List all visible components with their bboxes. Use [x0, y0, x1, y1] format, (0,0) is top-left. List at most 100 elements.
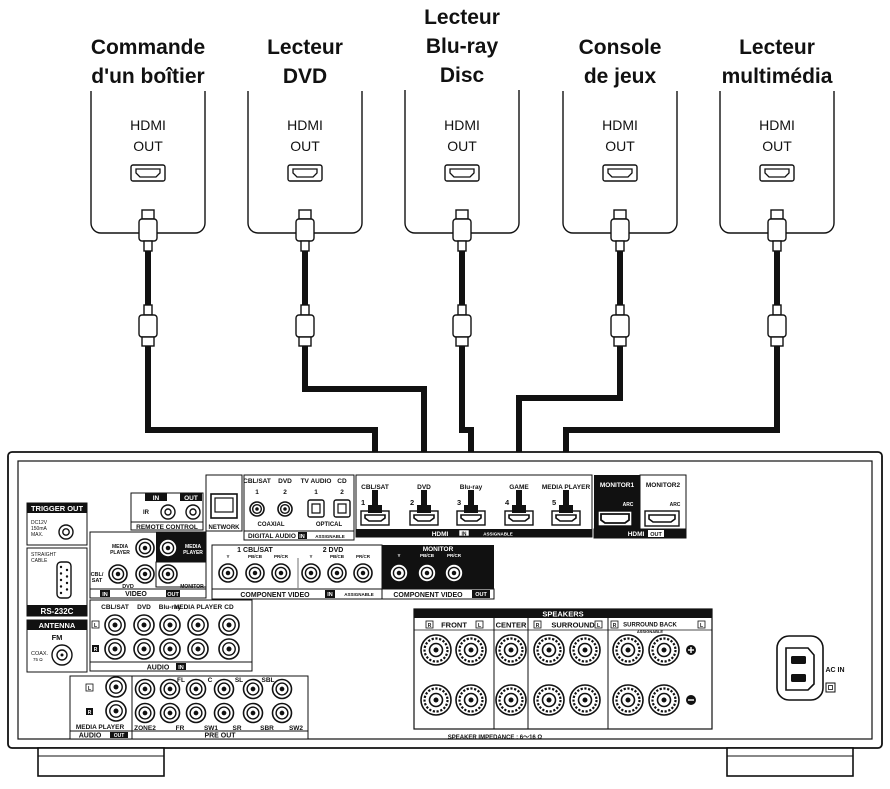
hdmi-out-icon — [602, 164, 638, 182]
hdmi-out-icon — [759, 164, 795, 182]
remote-jack — [185, 504, 201, 520]
panel-label: AUDIO — [79, 733, 102, 740]
panel-label: R — [94, 647, 98, 653]
hdmi-out-label-line: HDMI — [287, 117, 323, 133]
panel-label: Y — [397, 553, 400, 558]
panel-label: OUT — [475, 592, 487, 598]
panel-label: SAT — [92, 578, 103, 584]
audio-jack — [104, 638, 126, 660]
optical-port — [333, 499, 351, 518]
hdmi-out-label-line: HDMI — [759, 117, 795, 133]
panel-label: OUT — [184, 495, 198, 502]
hdmi-in-port — [456, 510, 486, 526]
component-jack — [417, 563, 437, 583]
label-bar — [166, 590, 180, 597]
panel-label: Y — [226, 554, 229, 559]
panel-label: MAX. — [31, 532, 43, 538]
panel-label: CBL/SAT — [361, 484, 389, 491]
panel-label: MONITOR1 — [600, 482, 635, 489]
panel-label: CENTER — [496, 621, 527, 630]
device-title-line: Commande — [68, 33, 228, 62]
video-jack — [158, 564, 178, 584]
panel-label: HDMI — [628, 531, 645, 538]
panel-label: COMPONENT VIDEO — [240, 592, 310, 599]
label-bar — [110, 732, 128, 738]
pre-out-jack — [271, 702, 293, 724]
panel-label: COAXIAL — [258, 522, 285, 528]
cable-connector — [559, 505, 573, 513]
audio-jack — [159, 614, 181, 636]
panel-label: PR/CR — [356, 554, 371, 559]
panel-label: IN — [102, 592, 108, 598]
pre-out-jack — [159, 702, 181, 724]
component-jack — [301, 563, 321, 583]
component-jack — [218, 563, 238, 583]
hdmi-label-bg — [458, 480, 484, 492]
hdmi-out-icon — [130, 164, 166, 182]
pre-out-jack — [185, 702, 207, 724]
panel-label: OUT — [650, 532, 662, 538]
pre-out-jack — [242, 702, 264, 724]
speaker-terminal — [495, 684, 527, 716]
label-bar — [180, 493, 202, 501]
hdmi-plug — [295, 304, 315, 347]
component-jack — [444, 563, 464, 583]
label-bar — [27, 620, 87, 630]
video-jack — [108, 564, 128, 584]
panel-label: 1 — [361, 498, 365, 507]
panel-label: ASSIGNABLE — [637, 629, 664, 634]
hdmi-out-icon — [444, 164, 480, 182]
label-bar — [414, 609, 712, 618]
hdmi-out-label-line: HDMI — [444, 117, 480, 133]
panel-label: SURROUND BACK — [623, 623, 677, 629]
panel-label: MONITOR2 — [646, 482, 681, 489]
hdmi-out-label-line: OUT — [290, 138, 320, 154]
pre-out-jack — [213, 702, 235, 724]
pre-out-jack — [271, 678, 293, 700]
panel-label: 1 — [314, 489, 318, 496]
panel-label: ARC — [670, 502, 681, 508]
cable-connector — [417, 505, 431, 513]
panel-label: OPTICAL — [316, 522, 343, 528]
panel-label: PB/CB — [248, 554, 263, 559]
speaker-terminal — [612, 634, 644, 666]
panel-label: 5 — [552, 498, 556, 507]
label-bar — [27, 503, 87, 513]
panel-label: ANTENNA — [39, 621, 76, 630]
pre-out-jack — [242, 678, 264, 700]
pre-out-jack — [185, 678, 207, 700]
hdmi-plug — [767, 209, 787, 252]
pre-out-jack — [134, 678, 156, 700]
panel-label: 3 — [457, 498, 461, 507]
component-jack — [389, 563, 409, 583]
panel-label: 150mA — [31, 526, 48, 532]
panel-label: DC12V — [31, 520, 48, 526]
panel-label: SW2 — [289, 725, 303, 732]
hdmi-plug — [138, 209, 158, 252]
panel-label: MEDIA PLAYER — [174, 604, 223, 611]
ac-inlet: AC IN — [776, 635, 845, 701]
panel-label: ASSIGNABLE — [483, 532, 513, 537]
panel-label: COAX. — [31, 651, 49, 657]
speaker-terminal — [420, 634, 452, 666]
speaker-terminal — [420, 684, 452, 716]
coaxial-jack — [249, 501, 265, 517]
panel-label: CBL/SAT — [243, 478, 271, 485]
hdmi-plug — [767, 304, 787, 347]
panel-label: IR — [143, 510, 150, 516]
speaker-terminal — [612, 684, 644, 716]
panel-label: OUT — [167, 592, 179, 598]
panel-label: PLAYER — [183, 550, 203, 556]
panel-label: MONITOR — [423, 546, 454, 553]
panel-label: 75 Ω — [33, 657, 43, 662]
panel-label: RS-232C — [41, 607, 74, 616]
panel-label: R — [536, 623, 540, 629]
speaker-terminal — [569, 684, 601, 716]
panel-label: CBL/SAT — [101, 604, 129, 611]
